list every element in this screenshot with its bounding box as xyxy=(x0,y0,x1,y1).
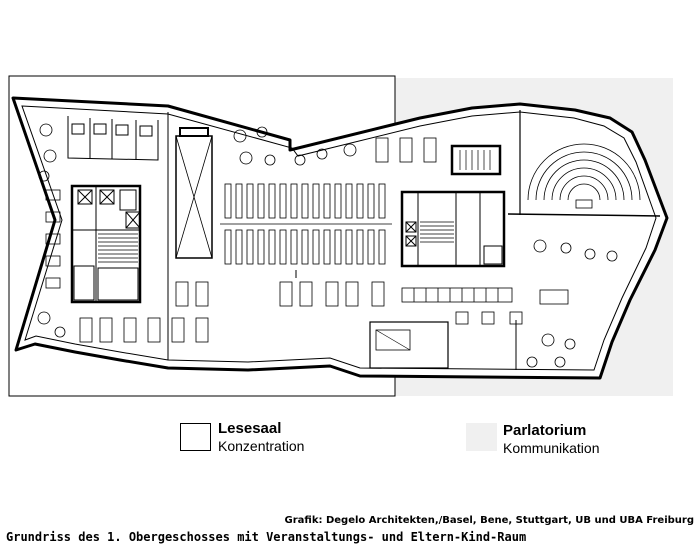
lounge-seating xyxy=(37,123,618,368)
shelving-rows xyxy=(220,183,392,265)
legend-title-parlatorium: Parlatorium xyxy=(503,422,587,439)
reading-desks xyxy=(45,137,437,343)
legend-swatch-lesesaal xyxy=(180,423,211,451)
atrium-void xyxy=(175,127,213,259)
auditorium xyxy=(507,143,661,217)
figure-caption: Grundriss des 1. Obergeschosses mit Vera… xyxy=(6,530,527,544)
parlatorium-desks xyxy=(401,287,569,325)
partitions xyxy=(167,110,521,370)
west-offices xyxy=(67,116,159,161)
legend-subtitle-parlatorium: Kommunikation xyxy=(503,440,600,456)
building-inner-outline xyxy=(21,105,657,371)
floor-plan xyxy=(8,75,673,397)
west-core xyxy=(70,184,142,304)
eltern-kind-room xyxy=(369,321,449,369)
legend-subtitle-lesesaal: Konzentration xyxy=(218,438,305,454)
legend-swatch-parlatorium xyxy=(466,423,497,451)
northeast-stair xyxy=(450,144,502,176)
legend-title-lesesaal: Lesesaal xyxy=(218,420,282,437)
image-credit: Grafik: Degelo Architekten,/Basel, Bene,… xyxy=(284,515,694,526)
central-core xyxy=(400,190,506,268)
